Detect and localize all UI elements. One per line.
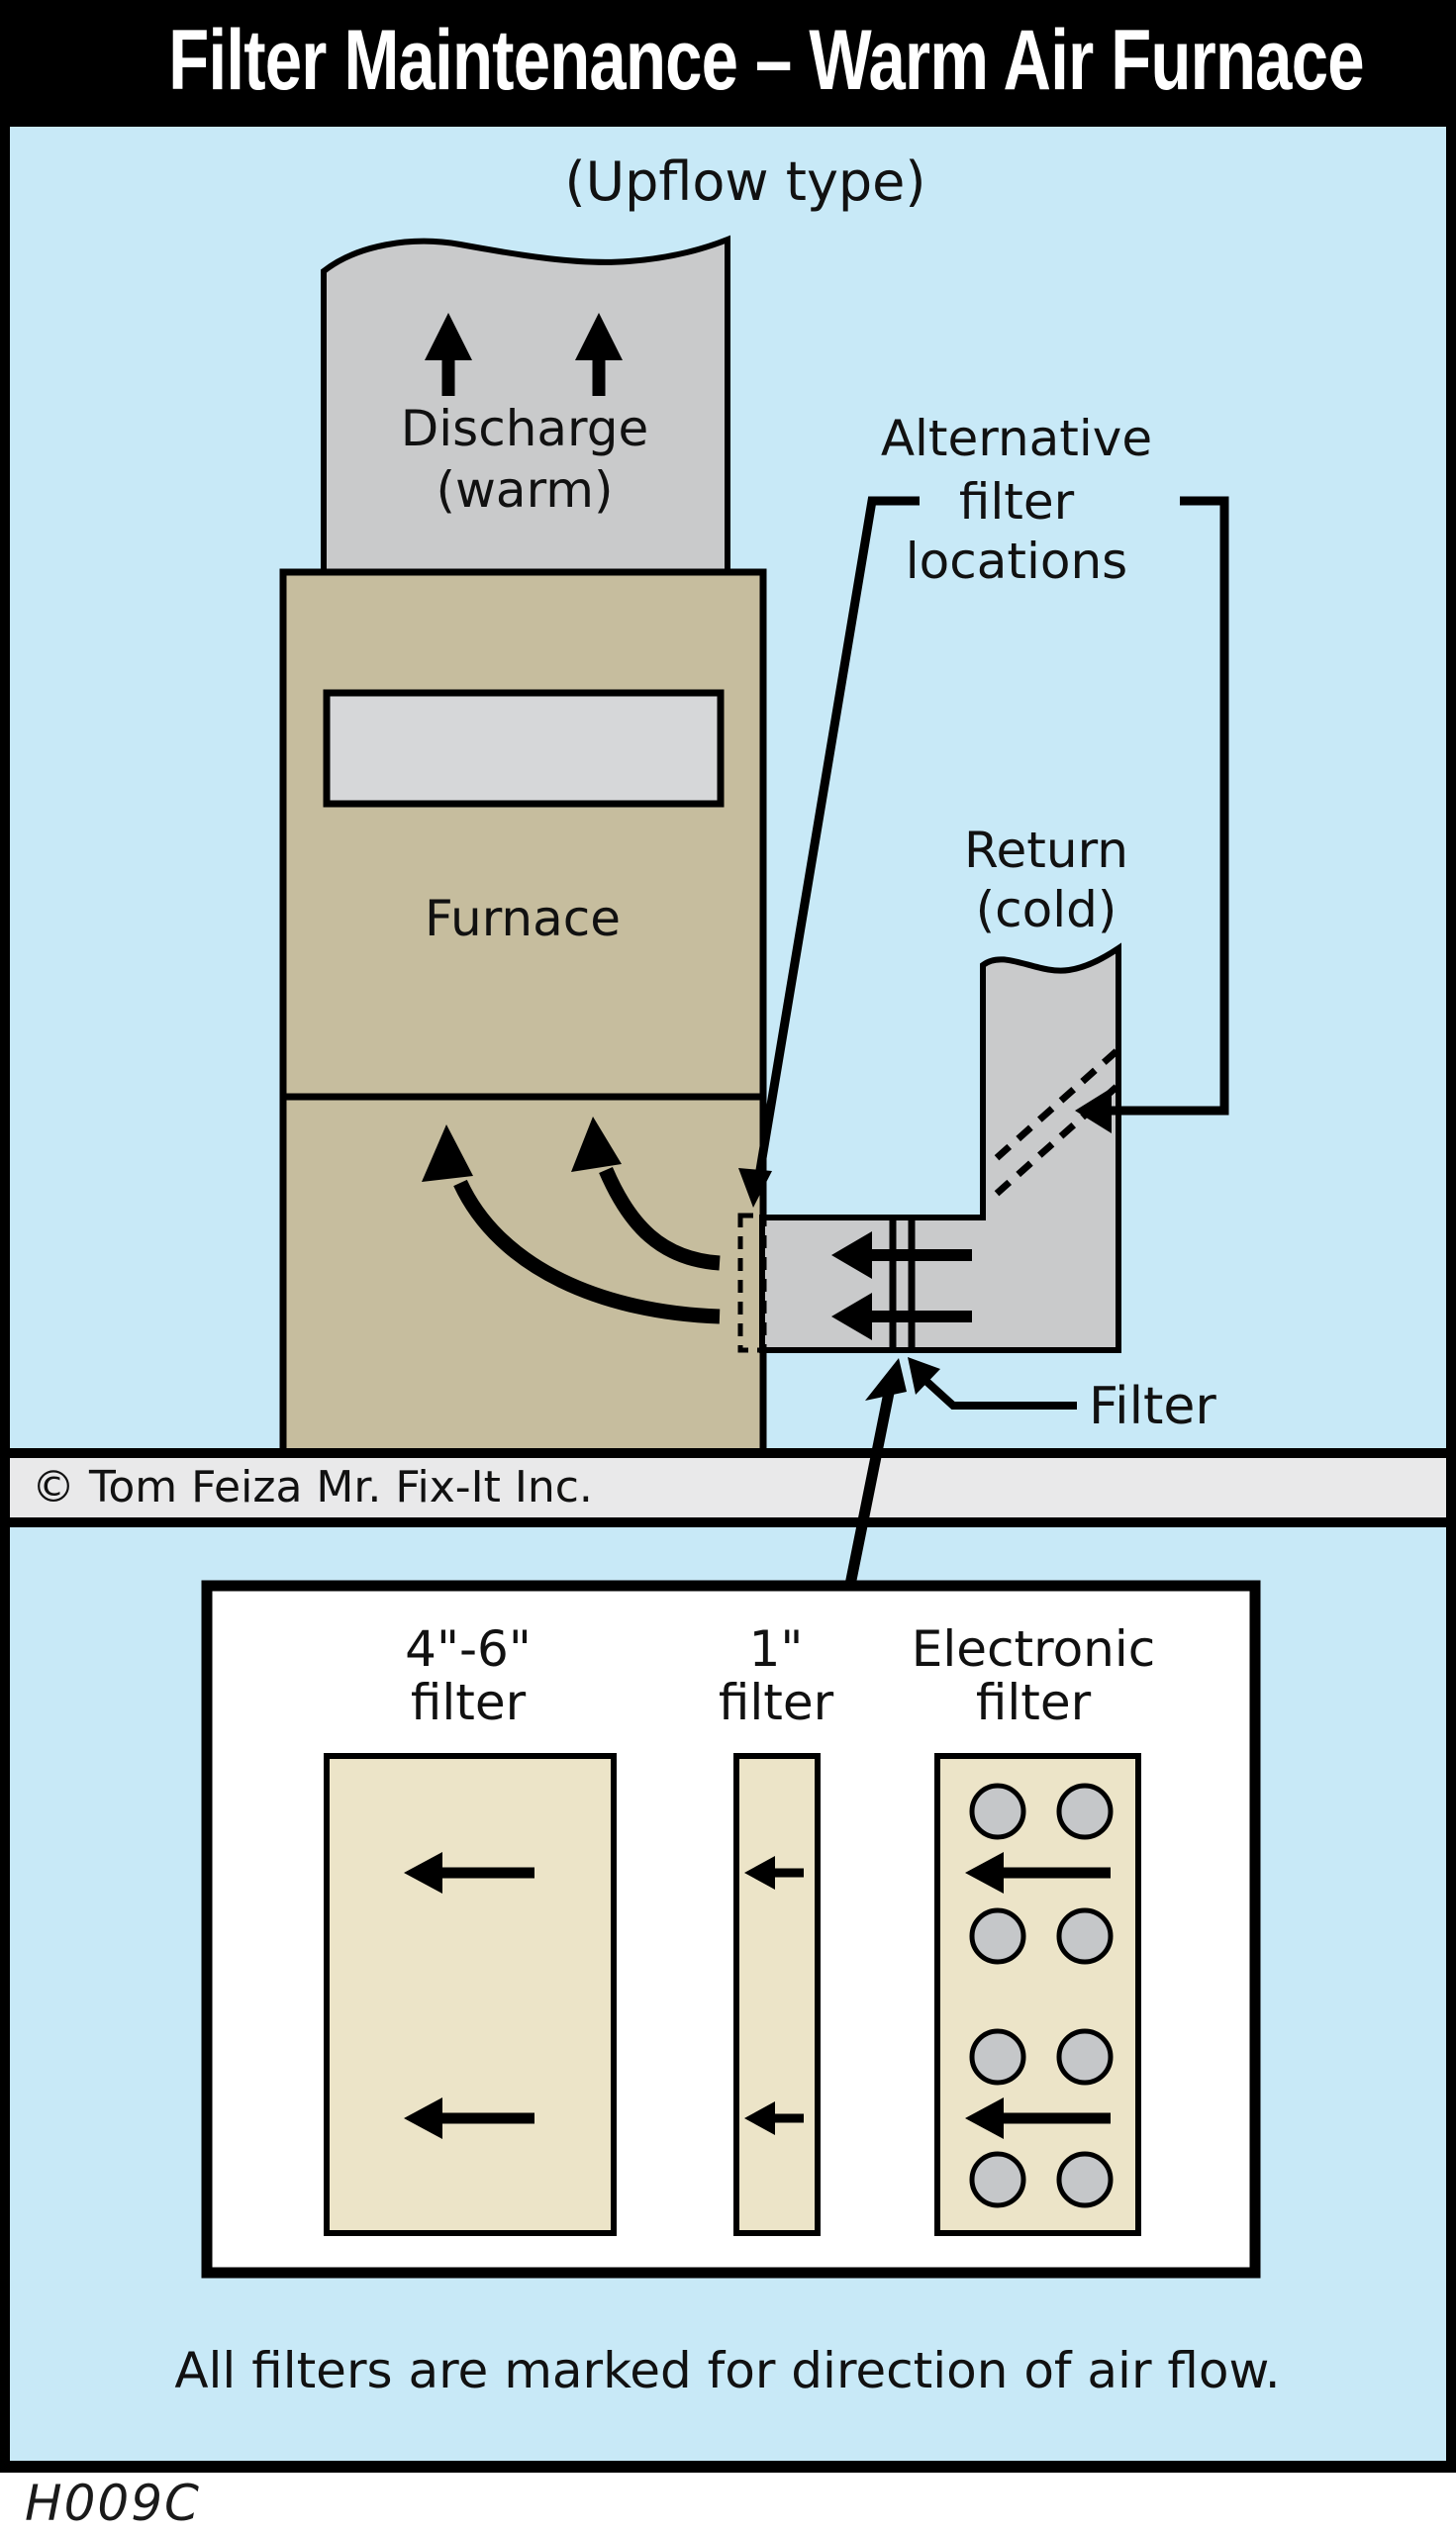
return-label-line1: Return bbox=[964, 822, 1128, 879]
title-bar: Filter Maintenance – Warm Air Furnace bbox=[0, 0, 1456, 127]
filter3-name-label: Electronic bbox=[912, 1620, 1155, 1678]
thick-filter-arrow-top bbox=[404, 1852, 534, 1894]
alt-label-line1: Alternative bbox=[881, 410, 1152, 467]
thin-filter-rect bbox=[733, 1753, 821, 2236]
discharge-label-line2: (warm) bbox=[437, 461, 614, 519]
furnace-diagram: (Upflow type) Discharge (warm) Furnace A… bbox=[0, 0, 1456, 2473]
figure-id: H009C bbox=[25, 2475, 201, 2532]
thin-filter-arrow-bottom bbox=[744, 2101, 804, 2135]
duct-airflow-arrow-top bbox=[831, 1231, 972, 1279]
return-label-line2: (cold) bbox=[976, 881, 1117, 938]
discharge-duct bbox=[321, 235, 730, 575]
thick-filter-rect bbox=[324, 1753, 617, 2236]
filter1-name-label: 4"-6" bbox=[405, 1620, 532, 1678]
figure-title: Filter Maintenance – Warm Air Furnace bbox=[168, 13, 1364, 108]
caption-text: All filters are marked for direction of … bbox=[174, 2342, 1280, 2399]
alt-label-line3: locations bbox=[906, 533, 1127, 590]
blower-airflow-arrow-right bbox=[571, 1117, 721, 1271]
copyright-band bbox=[0, 1448, 1456, 1527]
alt-label-line2: filter bbox=[959, 473, 1075, 531]
panel-to-filter-leader bbox=[843, 1358, 907, 1592]
alt-leader-left bbox=[738, 496, 920, 1208]
furnace-label: Furnace bbox=[425, 890, 621, 947]
filter2-name-label: 1" bbox=[749, 1620, 804, 1678]
alt-filter-location-dashed-box bbox=[737, 1213, 767, 1353]
copyright-text: © Tom Feiza Mr. Fix-It Inc. bbox=[32, 1462, 593, 1512]
discharge-arrow-right bbox=[575, 313, 623, 396]
upflow-type-label: (Upflow type) bbox=[565, 150, 926, 213]
filter1-type-label: filter bbox=[411, 1674, 527, 1731]
furnace-blower-compartment bbox=[279, 1093, 767, 1457]
filter2-type-label: filter bbox=[719, 1674, 834, 1731]
duct-airflow-arrow-bottom bbox=[831, 1293, 972, 1340]
discharge-label-line1: Discharge bbox=[401, 400, 648, 457]
filter3-type-label: filter bbox=[976, 1674, 1092, 1731]
electronic-filter-cells bbox=[969, 1783, 1114, 2208]
discharge-arrow-left bbox=[425, 313, 472, 396]
electronic-filter-arrow-top bbox=[965, 1852, 1111, 1894]
furnace-upper-cabinet bbox=[279, 568, 767, 1101]
electronic-filter-rect bbox=[934, 1753, 1141, 2236]
electronic-filter-arrow-bottom bbox=[965, 2097, 1111, 2139]
filter-label: Filter bbox=[1089, 1377, 1216, 1436]
alt-leader-right bbox=[1075, 496, 1229, 1133]
thin-filter-arrow-top bbox=[744, 1856, 804, 1890]
furnace-grille bbox=[323, 689, 725, 808]
thick-filter-arrow-bottom bbox=[404, 2097, 534, 2139]
filter-label-leader bbox=[908, 1357, 1077, 1410]
blower-airflow-arrow-left bbox=[422, 1124, 721, 1324]
